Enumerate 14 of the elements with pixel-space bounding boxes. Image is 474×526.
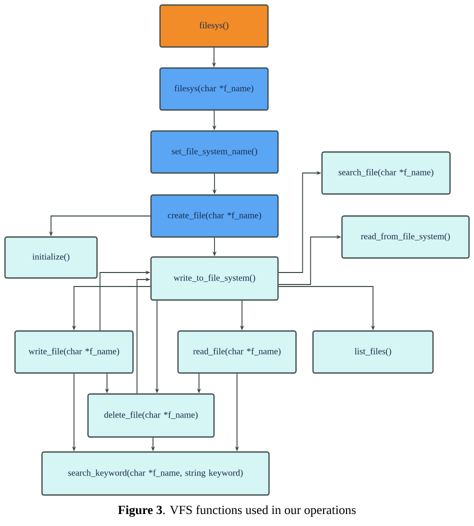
process-box: create_file(char *f_name) [150, 194, 279, 238]
function-box: write_file(char *f_name) [14, 330, 134, 374]
start-box: filesys() [159, 4, 269, 48]
function-box: initialize() [4, 236, 98, 279]
function-box: write_to_file_system() [150, 256, 279, 301]
caption: Figure 3. VFS functions used in our operations [118, 505, 356, 517]
function-box: search_file(char *f_name) [321, 151, 451, 195]
function-box: list_files() [312, 330, 434, 374]
function-box: search_keyword(char *f_name, string keyword) [41, 451, 270, 496]
function-box: read_from_file_system() [341, 215, 470, 259]
function-box: delete_file(char *f_name) [87, 393, 215, 438]
process-box: set_file_system_name() [150, 130, 279, 174]
process-box: filesys(char *f_name) [159, 67, 269, 111]
function-box: read_file(char *f_name) [177, 330, 297, 374]
